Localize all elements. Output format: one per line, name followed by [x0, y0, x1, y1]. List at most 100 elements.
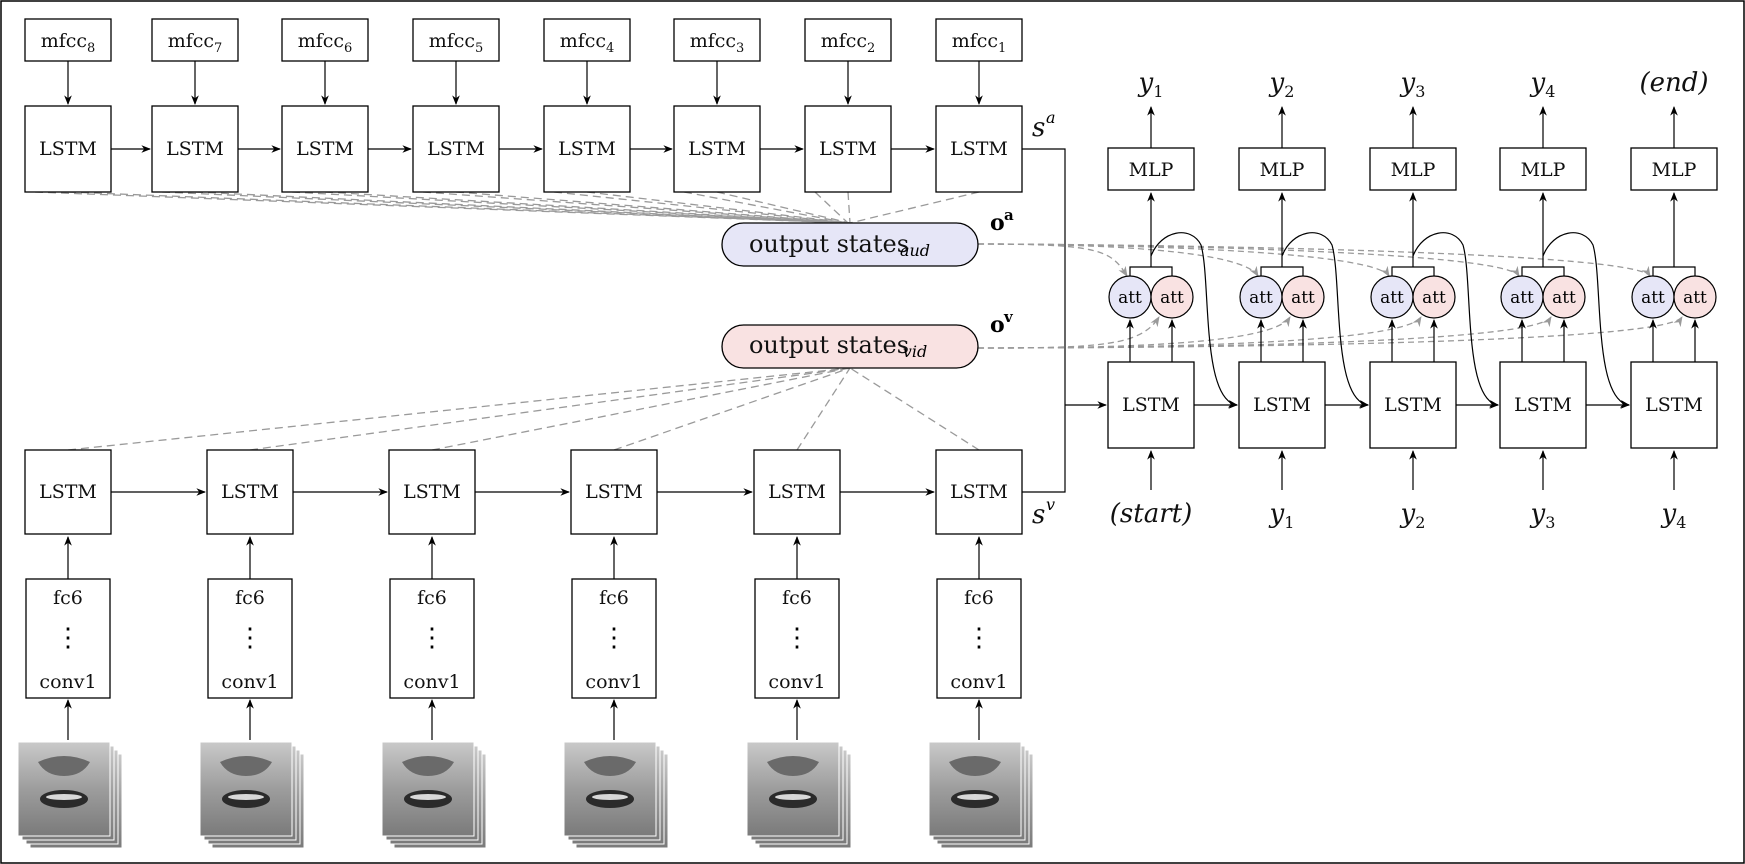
mfcc-box — [412, 18, 500, 62]
video-output-states-pill — [721, 324, 979, 369]
mouth-frame-stack — [199, 741, 305, 849]
video-output-tag-sup: v — [1003, 308, 1014, 326]
mlp-box — [1499, 147, 1587, 191]
audio-output-states-pill — [721, 222, 979, 267]
att-join-bracket — [1391, 266, 1435, 276]
cnn-dots: ⋮ — [601, 623, 627, 653]
attention-dash-line — [613, 367, 851, 451]
att-audio-label: att — [1380, 288, 1404, 308]
audio-attention-arrow — [977, 243, 1390, 277]
mlp-box — [1369, 147, 1457, 191]
cnn-top-label: fc6 — [964, 587, 994, 609]
att-join-bracket — [1521, 266, 1565, 276]
att-video-label: att — [1160, 288, 1184, 308]
att-video-label: att — [1552, 288, 1576, 308]
attention-dash-line — [291, 191, 849, 224]
cnn-dots: ⋮ — [784, 623, 810, 653]
mfcc-box — [543, 18, 631, 62]
mlp-label: MLP — [1652, 159, 1697, 181]
att-audio-label: att — [1510, 288, 1534, 308]
mfcc-label: mfcc2 — [821, 30, 876, 56]
decoder-output-label: y4 — [1530, 68, 1556, 101]
context-feedback-arrow — [1412, 232, 1499, 408]
mlp-label: MLP — [1391, 159, 1436, 181]
audio-attention-arrow — [977, 243, 1651, 277]
att-video-circle — [1412, 275, 1456, 319]
decoder-lstm-box — [1369, 361, 1457, 449]
att-join-bracket — [1129, 266, 1173, 276]
mouth-frame-stack — [381, 741, 487, 849]
video-encoder: LSTMfc6⋮conv1LSTMfc6⋮conv1LSTMfc6⋮conv1L… — [17, 449, 1055, 849]
video-attention-arrow — [977, 316, 1422, 349]
decoder-lstm-box — [1630, 361, 1718, 449]
decoder-output-label: y2 — [1269, 68, 1295, 101]
nose-shadow — [38, 756, 90, 776]
mfcc-box — [151, 18, 239, 62]
mouth-frame-stack — [563, 741, 669, 849]
audio-lstm-box — [804, 105, 892, 193]
cnn-box — [207, 578, 293, 699]
att-video-label: att — [1422, 288, 1446, 308]
decoder-lstm-label: LSTM — [1253, 394, 1311, 416]
cnn-box — [936, 578, 1022, 699]
cnn-box — [754, 578, 840, 699]
decoder-lstm-label: LSTM — [1122, 394, 1180, 416]
decoder-output-label: (end) — [1639, 68, 1708, 98]
att-join-bracket — [1652, 266, 1696, 276]
audio-lstm-box — [24, 105, 112, 193]
video-state-sup: v — [1046, 495, 1055, 514]
audio-state-symbol: s — [1032, 113, 1045, 143]
mfcc-label: mfcc4 — [560, 30, 615, 56]
video-output-states-subscript: vid — [903, 342, 927, 361]
attention-dash-line — [34, 191, 849, 224]
decoder-input-label: y3 — [1530, 499, 1556, 532]
video-lstm-label: LSTM — [950, 481, 1008, 503]
attention-dash-line — [431, 367, 851, 451]
cnn-top-label: fc6 — [235, 587, 265, 609]
attention-dash-line — [849, 191, 980, 224]
decoder-lstm-box — [1107, 361, 1195, 449]
attention-dash-line — [586, 191, 851, 224]
audio-attention-arrow — [977, 243, 1259, 277]
audio-lstm-label: LSTM — [688, 138, 746, 160]
cnn-top-label: fc6 — [417, 587, 447, 609]
attention-dash-line — [249, 367, 851, 451]
decoder-output-label: y1 — [1138, 68, 1164, 101]
att-audio-label: att — [1118, 288, 1142, 308]
attention-dash-line — [849, 367, 980, 451]
audio-lstm-label: LSTM — [427, 138, 485, 160]
video-lstm-box — [570, 449, 658, 535]
decoder-lstm-label: LSTM — [1514, 394, 1572, 416]
mfcc-label: mfcc7 — [168, 30, 223, 56]
audio-lstm-label: LSTM — [819, 138, 877, 160]
cnn-bottom-label: conv1 — [585, 671, 642, 693]
teeth-icon — [592, 794, 628, 800]
attention-dash-line — [161, 191, 849, 224]
cnn-dots: ⋮ — [237, 623, 263, 653]
video-state-symbol: s — [1032, 500, 1045, 530]
attention-dash-line — [847, 191, 851, 224]
mfcc-label: mfcc8 — [41, 30, 96, 56]
context-feedback-arrow — [1150, 232, 1238, 408]
attention-dash-line — [553, 191, 849, 224]
cnn-bottom-label: conv1 — [39, 671, 96, 693]
nose-shadow — [220, 756, 272, 776]
context-feedback-arrow — [1542, 232, 1630, 408]
mlp-label: MLP — [1129, 159, 1174, 181]
cnn-box — [389, 578, 475, 699]
cnn-top-label: fc6 — [782, 587, 812, 609]
attention-dash-line — [67, 191, 851, 224]
nose-shadow — [402, 756, 454, 776]
mlp-label: MLP — [1260, 159, 1305, 181]
attention-dash-line — [814, 191, 849, 224]
attention-dash-line — [324, 191, 851, 224]
audio-lstm-box — [281, 105, 369, 193]
video-lstm-box — [935, 449, 1023, 535]
audio-lstm-label: LSTM — [166, 138, 224, 160]
state-merge-line — [1022, 148, 1066, 493]
audio-attention-arrow — [977, 243, 1520, 277]
decoder-lstm-box — [1499, 361, 1587, 449]
video-lstm-label: LSTM — [768, 481, 826, 503]
att-video-label: att — [1291, 288, 1315, 308]
mlp-box — [1630, 147, 1718, 191]
